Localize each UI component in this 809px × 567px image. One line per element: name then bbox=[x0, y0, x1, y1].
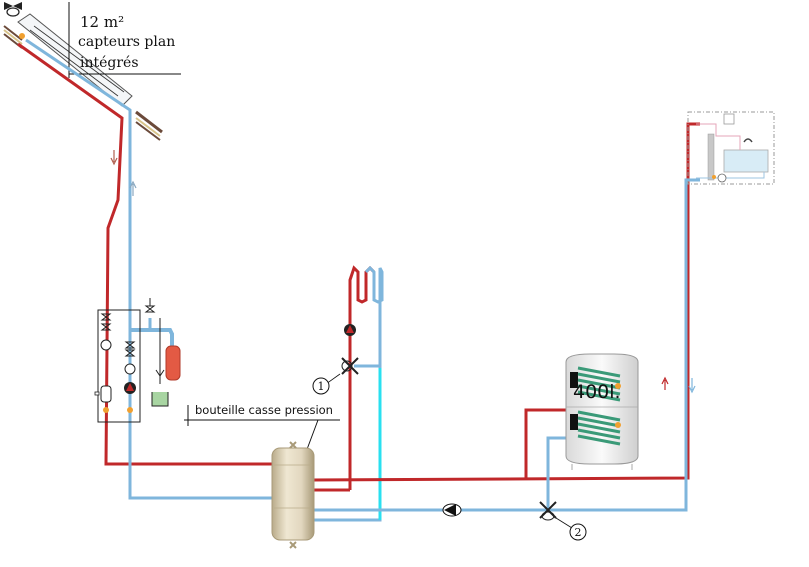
sensor-icon bbox=[615, 383, 621, 389]
flow-arrow-up-icon bbox=[129, 180, 137, 196]
pool-pump-icon bbox=[717, 173, 727, 183]
expansion-branch-pipe bbox=[130, 328, 174, 346]
plate-exchanger-icon bbox=[707, 133, 715, 181]
bottle-bottom-fitting bbox=[289, 541, 297, 549]
pump-icon bbox=[444, 504, 456, 516]
upper-heat-exchanger-coil bbox=[570, 366, 621, 402]
tank-capacity-label: 400l. bbox=[573, 381, 621, 403]
sensor-icon bbox=[615, 422, 621, 428]
pressure-gauge-icon bbox=[124, 363, 136, 375]
three-way-valve-1[interactable]: 1 bbox=[312, 357, 359, 395]
marker-leader bbox=[555, 517, 573, 529]
solar-collector bbox=[3, 13, 163, 141]
buffer-bottle-label: bouteille casse pression bbox=[195, 403, 333, 417]
valve-marker-2: 2 bbox=[575, 526, 582, 539]
collector-type-label: capteurs plan bbox=[78, 34, 175, 50]
three-way-valve-icon bbox=[341, 357, 359, 375]
flow-arrow-down-icon bbox=[110, 150, 118, 166]
safety-valve-group bbox=[144, 298, 169, 407]
valve-marker-1: 1 bbox=[318, 380, 325, 393]
safety-valve-icon bbox=[144, 305, 156, 313]
thermometer-gauge-icon bbox=[100, 339, 112, 351]
pool-heat-exchanger bbox=[687, 111, 775, 185]
marker-circle bbox=[569, 523, 587, 541]
pump-icon-triangle bbox=[126, 383, 134, 391]
swimmer-icon bbox=[743, 138, 753, 143]
buffer-bottle bbox=[271, 441, 315, 549]
sensor-icon bbox=[127, 407, 133, 413]
label-pointer bbox=[305, 419, 319, 453]
valve-motor-icon bbox=[341, 360, 353, 372]
marker-circle bbox=[312, 377, 330, 395]
return-circulator-pump bbox=[442, 503, 462, 517]
valve-icon bbox=[124, 349, 136, 357]
radiator-circulator-pump bbox=[344, 324, 356, 336]
valve-motor-icon bbox=[541, 511, 555, 521]
hot-pipe-tank-branch bbox=[524, 408, 570, 478]
flow-arrow-down-icon bbox=[688, 378, 696, 394]
flowmeter-tab bbox=[94, 391, 100, 396]
controller-icon bbox=[723, 113, 735, 125]
valve-icon bbox=[100, 323, 112, 331]
hot-pipe-collector-supply bbox=[17, 42, 276, 466]
collector-type-label-2: intégrés bbox=[80, 55, 139, 71]
funnel-icon bbox=[155, 369, 165, 377]
collector-area-label: 12 m² bbox=[80, 13, 124, 31]
three-way-valve-2[interactable]: 2 bbox=[539, 501, 587, 541]
air-vent-valve-icon bbox=[4, 2, 22, 17]
roof-tiles-bottom bbox=[135, 110, 163, 141]
flowmeter-icon bbox=[100, 385, 112, 403]
hot-pipe-main bbox=[311, 122, 700, 482]
cold-pipe-main bbox=[312, 178, 700, 512]
pool-pipe-blue bbox=[696, 172, 765, 179]
glycol-container-icon bbox=[151, 392, 169, 407]
cold-pipe-tank-branch bbox=[546, 436, 570, 510]
cold-pipe-collector-return bbox=[25, 38, 276, 500]
three-way-valve-icon bbox=[539, 501, 557, 519]
solar-pump-station bbox=[94, 309, 141, 423]
flow-arrow-up-icon bbox=[661, 376, 669, 390]
sensor-icon bbox=[103, 407, 109, 413]
sensor-icon bbox=[19, 33, 25, 39]
bottle-top-fitting bbox=[289, 441, 297, 449]
valve-icon bbox=[124, 341, 136, 349]
hot-pipe-radiator-loop bbox=[348, 265, 376, 490]
lower-heat-exchanger-coil bbox=[570, 410, 621, 446]
sensor-icon bbox=[712, 175, 716, 179]
valve-icon bbox=[100, 313, 112, 321]
storage-tank: 400l. bbox=[565, 353, 639, 470]
pool-pipe-pink bbox=[696, 123, 741, 150]
pool-basin-icon bbox=[723, 149, 769, 173]
expansion-vessel-icon bbox=[165, 345, 181, 381]
pump-icon-triangle bbox=[346, 325, 354, 333]
